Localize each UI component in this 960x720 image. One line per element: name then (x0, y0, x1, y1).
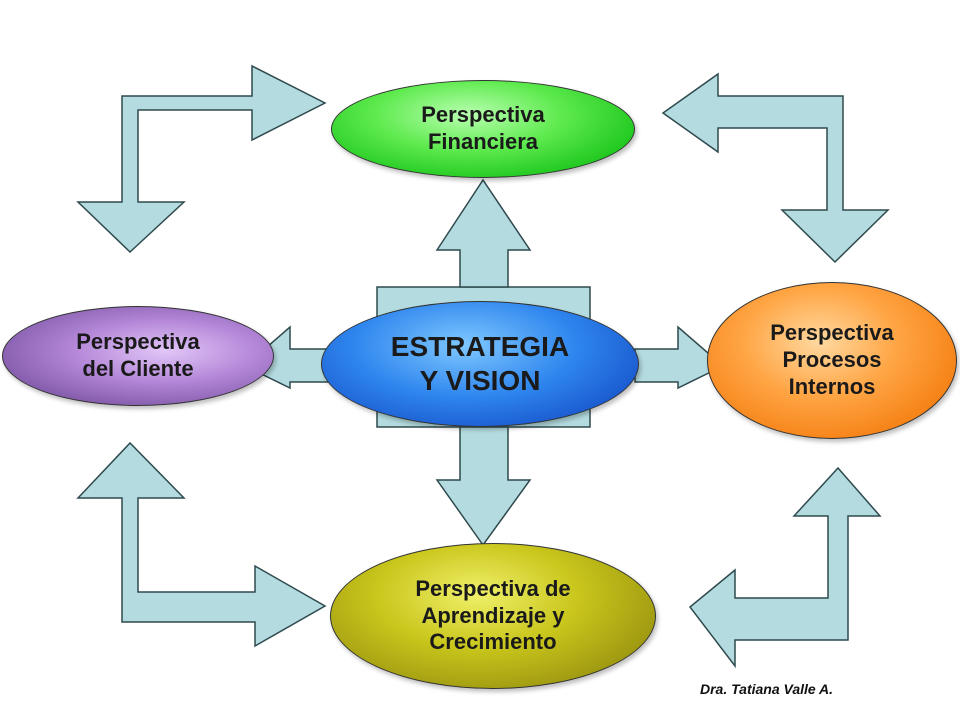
node-label-procesos: Perspectiva Procesos Internos (770, 320, 894, 399)
node-perspectiva-cliente: Perspectiva del Cliente (2, 306, 274, 406)
arrow-right-to-procesos (634, 325, 725, 390)
arrow-bent-top-left (76, 64, 327, 254)
arrow-left-to-cliente (243, 325, 331, 390)
node-label-financiera: Perspectiva Financiera (421, 102, 545, 154)
arrow-bent-bottom-left (76, 441, 327, 648)
node-estrategia-vision: ESTRATEGIA Y VISION (321, 301, 639, 427)
node-perspectiva-aprendizaje: Perspectiva de Aprendizaje y Crecimiento (330, 543, 656, 689)
node-label-estrategia: ESTRATEGIA Y VISION (390, 330, 570, 396)
node-perspectiva-financiera: Perspectiva Financiera (331, 80, 635, 178)
node-perspectiva-procesos: Perspectiva Procesos Internos (707, 282, 957, 439)
node-label-aprendizaje: Perspectiva de Aprendizaje y Crecimiento (415, 575, 571, 655)
arrow-up-to-financiera (435, 178, 532, 288)
arrow-down-to-aprendizaje (435, 426, 532, 547)
arrow-bent-bottom-right (688, 466, 882, 669)
author-credit: Dra. Tatiana Valle A. (700, 681, 834, 697)
node-label-cliente: Perspectiva del Cliente (76, 329, 200, 381)
arrow-bent-top-right (661, 72, 890, 264)
